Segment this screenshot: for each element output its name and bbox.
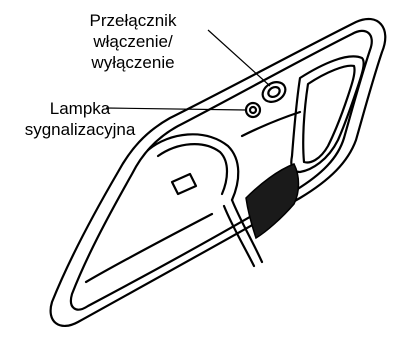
indicator-lamp-inner — [250, 107, 256, 113]
indicator-lamp — [246, 103, 260, 117]
power-switch-label-line-1: Przełącznik — [58, 10, 208, 31]
vent-grille — [246, 164, 299, 238]
power-switch-label-line-2: włączenie/ — [58, 31, 208, 52]
power-switch — [259, 78, 289, 106]
power-switch-label-line-3: wyłączenie — [58, 52, 208, 73]
indicator-lamp-label: Lampka sygnalizacyjna — [0, 98, 160, 140]
switch-leader-line — [208, 30, 270, 86]
indicator-lamp-label-line-1: Lampka — [0, 98, 160, 119]
power-switch-label: Przełącznik włączenie/ wyłączenie — [58, 10, 208, 73]
handle-grip-inner — [303, 66, 354, 163]
power-switch-inner — [267, 85, 282, 99]
indicator-lamp-label-line-2: sygnalizacyjna — [0, 119, 160, 140]
release-button — [172, 174, 196, 194]
